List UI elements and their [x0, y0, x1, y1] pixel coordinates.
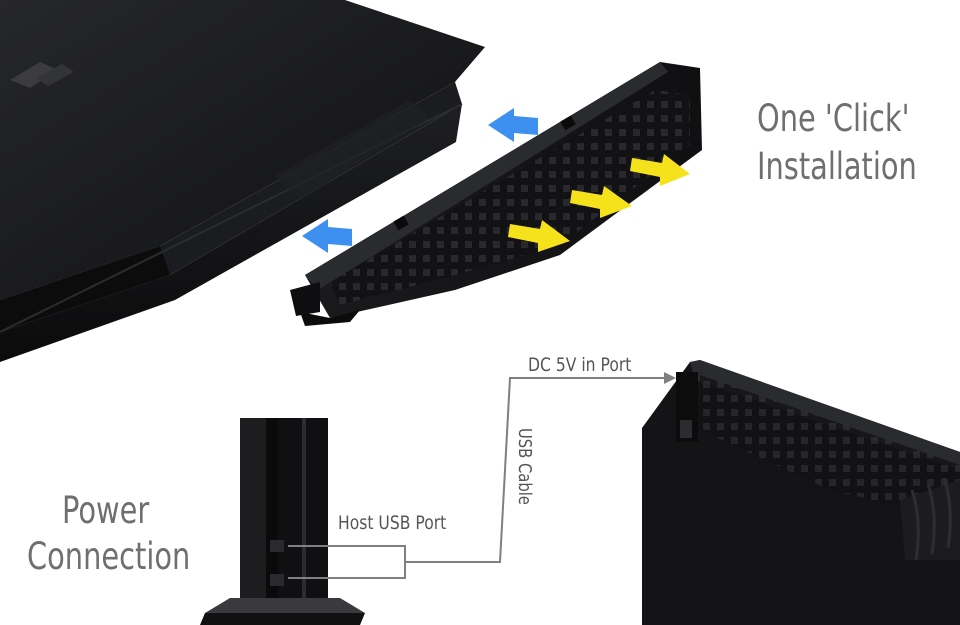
blue-arrow-icon: [302, 219, 352, 253]
dc-port-label: DC 5V in Port: [528, 354, 632, 376]
cable-arrowhead-icon: [664, 372, 676, 384]
vertical-console: [240, 418, 328, 625]
installation-heading-line1: One 'Click': [757, 97, 910, 140]
usb-cable-line: [288, 377, 672, 579]
playstation-logo: [10, 62, 74, 88]
cooling-fan-unit: [290, 62, 702, 326]
yellow-arrow-icon: [570, 186, 632, 218]
console-body: [0, 0, 485, 362]
blue-arrow-icon: [488, 108, 538, 142]
fan-on-console: [642, 360, 960, 625]
power-heading-line2: Connection: [27, 535, 191, 578]
usb-cable-label: USB Cable: [514, 428, 535, 505]
installation-heading-line2: Installation: [757, 145, 917, 188]
yellow-arrow-icon: [630, 154, 690, 186]
console-stand: [200, 598, 365, 625]
host-usb-port-label: Host USB Port: [338, 512, 447, 534]
power-heading-line1: Power: [62, 489, 150, 532]
yellow-arrow-icon: [508, 220, 570, 252]
